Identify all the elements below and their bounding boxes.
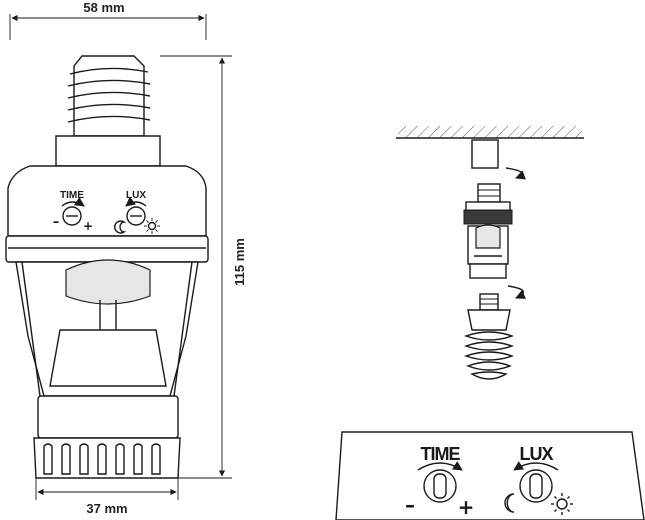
socket-base	[33, 437, 181, 479]
dimension-height: 115 mm	[160, 55, 247, 479]
sun-icon	[144, 218, 160, 234]
dimension-bottom: 37 mm	[35, 466, 179, 516]
moon-icon	[504, 493, 515, 513]
dimension-top: 58 mm	[9, 0, 207, 40]
rotate-arrow-icon	[513, 461, 559, 471]
sensor-body	[5, 165, 209, 263]
install-sensor	[463, 167, 526, 279]
sensor-cage	[15, 259, 199, 439]
left-lux-label: LUX	[126, 190, 146, 201]
screw-base	[55, 55, 161, 167]
detail-lux-label: LUX	[520, 444, 554, 464]
detail-plus-sign: +	[458, 495, 475, 519]
width-bottom-label: 37 mm	[86, 501, 127, 516]
width-top-label: 58 mm	[83, 0, 124, 15]
rotate-arrow-icon	[61, 197, 85, 207]
rotate-arrow-icon	[125, 196, 147, 207]
rotate-arrow-icon	[507, 285, 527, 299]
rotate-arrow-icon	[417, 461, 463, 471]
sun-icon	[551, 493, 573, 515]
height-label: 115 mm	[232, 238, 247, 286]
detail-time-label: TIME	[421, 444, 461, 464]
ceiling	[396, 126, 584, 139]
ceiling-socket	[471, 139, 499, 169]
left-knob-panel: TIME LUX – +	[53, 190, 160, 234]
install-bulb	[463, 285, 527, 380]
left-time-label: TIME	[60, 190, 84, 201]
control-panel-detail: TIME LUX – +	[335, 431, 645, 520]
left-minus-sign: –	[53, 215, 60, 230]
left-plus-sign: +	[83, 219, 93, 233]
detail-minus-sign: –	[405, 493, 415, 517]
moon-icon	[114, 220, 127, 234]
rotate-arrow-icon	[505, 167, 526, 180]
